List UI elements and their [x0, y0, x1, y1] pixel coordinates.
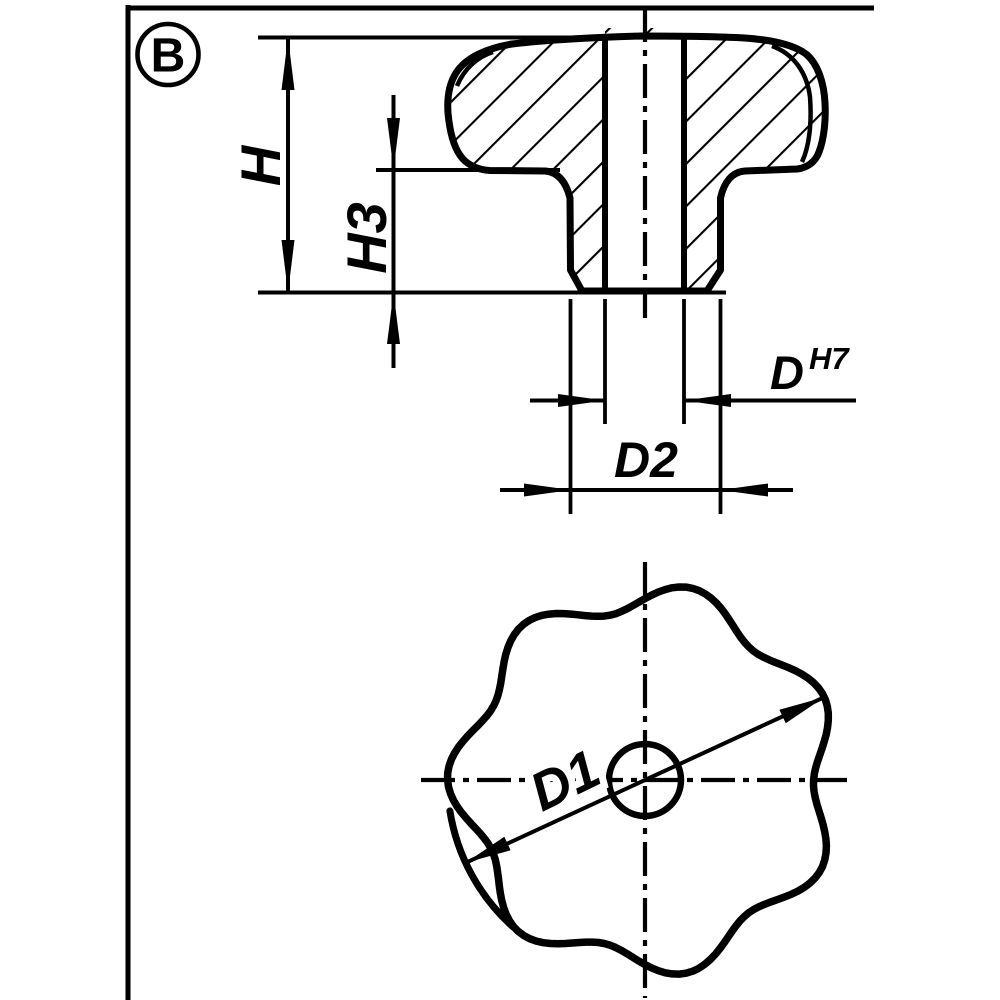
callout-label: B	[151, 30, 186, 83]
arrowhead-down-icon	[281, 240, 295, 293]
arrowhead-right-icon	[524, 483, 572, 497]
dimension-H: H	[229, 37, 295, 293]
arrowhead-left-icon	[720, 483, 768, 497]
callout-circle	[135, 21, 201, 88]
star-knob-outline	[443, 583, 833, 978]
arrowhead-up-icon	[281, 37, 295, 90]
dimension-D-tolerance-label: H7	[809, 341, 850, 376]
section-hatch-fill	[447, 28, 826, 291]
dimension-H3-label: H3	[335, 202, 398, 274]
dimension-D2: D2	[500, 432, 793, 497]
arrowhead-left-icon	[684, 394, 731, 407]
dimension-D: D H7	[530, 341, 856, 407]
dimension-D2-label: D2	[614, 432, 678, 488]
dimension-D1-label: D1	[521, 739, 609, 823]
arrowhead-right-icon	[558, 394, 605, 407]
section-view: H H3 D H7 D2	[229, 8, 856, 514]
view-callout: B	[135, 21, 201, 88]
lobe-silhouette-arc-left	[454, 49, 494, 87]
arrowhead-upright-icon	[779, 697, 825, 724]
plan-view: D1 D1	[421, 562, 849, 998]
lobe-silhouette-arc-right	[771, 43, 813, 163]
arrowhead-downleft-icon	[465, 836, 511, 863]
dimension-D1-line	[464, 695, 826, 865]
envelope-circle-arc	[446, 807, 517, 931]
dimension-H3: H3	[335, 95, 400, 368]
page-frame	[125, 5, 874, 1000]
dimension-H-label: H	[229, 144, 292, 186]
arrowhead-up-icon	[387, 292, 400, 344]
center-bore-circle	[605, 740, 685, 820]
arrowhead-down-icon	[387, 118, 400, 170]
dimension-D-label: D	[770, 346, 804, 399]
